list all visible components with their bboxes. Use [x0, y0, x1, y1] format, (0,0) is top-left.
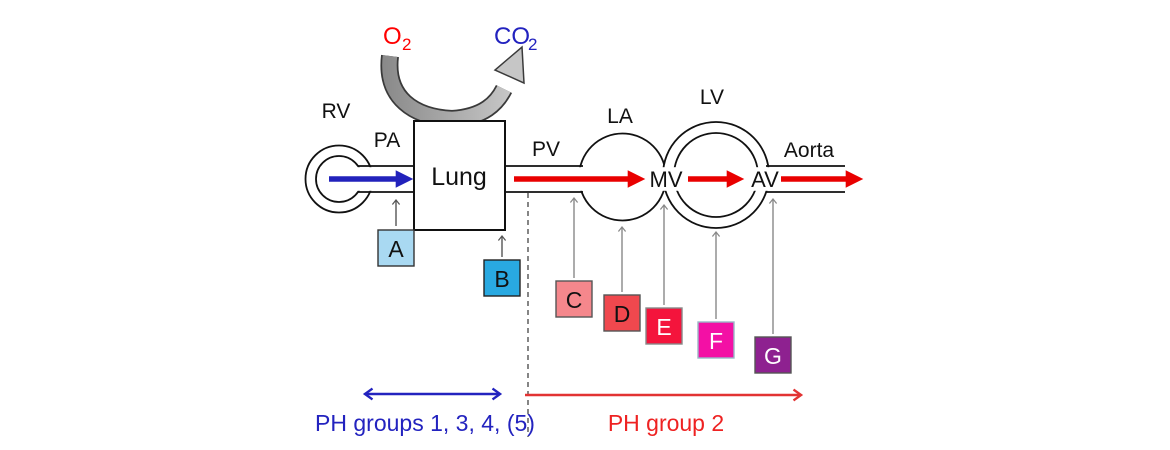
- marker-box-f: F: [697, 321, 735, 359]
- lv-label: LV: [700, 86, 724, 109]
- marker-box-e: E: [645, 307, 683, 345]
- marker-box-g: G: [754, 336, 792, 374]
- pv-label: PV: [532, 138, 560, 161]
- marker-box-d: D: [603, 294, 641, 332]
- lung-box: [413, 120, 506, 231]
- ph-group-2-label: PH group 2: [608, 410, 724, 436]
- lung-label: Lung: [431, 163, 487, 191]
- pa-label: PA: [374, 129, 400, 152]
- marker-box-e-rect: [645, 307, 683, 345]
- aorta-vessel-walls: [766, 165, 845, 193]
- pa-vessel-walls: [358, 165, 414, 193]
- swoosh-arrowhead-icon: [493, 45, 525, 85]
- marker-box-d-rect: [603, 294, 641, 332]
- co2-subscript: 2: [528, 35, 537, 54]
- marker-box-f-rect: [697, 321, 735, 359]
- marker-box-c-rect: [555, 280, 593, 318]
- marker-box-c-letter: C: [566, 287, 583, 313]
- marker-box-g-rect: [754, 336, 792, 374]
- mv-label: MV: [650, 167, 683, 192]
- marker-box-a-rect: [377, 229, 415, 267]
- marker-box-g-letter: G: [764, 343, 782, 369]
- rv-label: RV: [322, 100, 351, 123]
- aorta-label: Aorta: [784, 139, 835, 162]
- la-label: LA: [607, 105, 633, 128]
- pv-vessel-walls: [505, 165, 583, 193]
- marker-box-b-rect: [483, 259, 521, 297]
- marker-box-a: A: [377, 229, 415, 267]
- marker-box-b: B: [483, 259, 521, 297]
- marker-box-e-letter: E: [656, 314, 671, 340]
- gas-exchange-arrow: [380, 45, 525, 129]
- ph-groups-left-label: PH groups 1, 3, 4, (5): [315, 410, 535, 436]
- marker-box-c: C: [555, 280, 593, 318]
- swoosh-band: [382, 55, 511, 127]
- o2-label: O: [383, 23, 402, 50]
- o2-subscript: 2: [402, 35, 411, 54]
- av-label: AV: [751, 167, 779, 192]
- marker-box-d-letter: D: [614, 301, 631, 327]
- co2-label: CO: [494, 23, 530, 50]
- marker-box-a-letter: A: [388, 236, 404, 262]
- marker-box-b-letter: B: [494, 266, 509, 292]
- marker-box-f-letter: F: [709, 328, 723, 354]
